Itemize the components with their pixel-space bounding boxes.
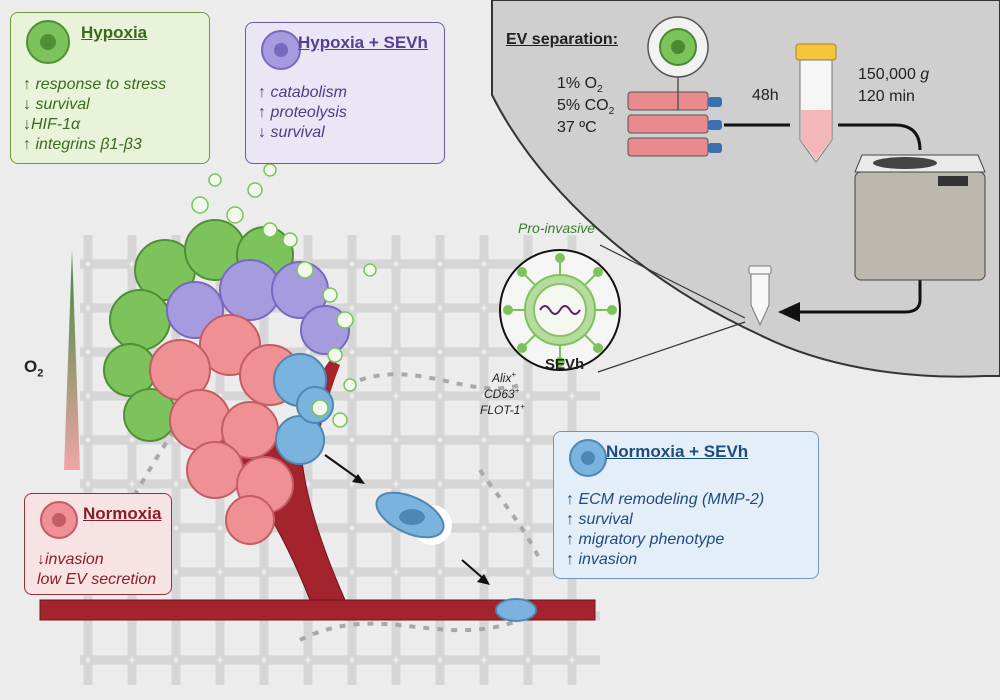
hypoxia-title: Hypoxia xyxy=(81,23,148,42)
migration-arrow-1 xyxy=(324,454,361,481)
normoxia-sevh-effect: ↑ ECM remodeling (MMP-2) xyxy=(566,491,765,508)
normoxia-title: Normoxia xyxy=(83,504,162,523)
hypoxic-cell-icon xyxy=(26,20,70,64)
normoxia-sevh-effect: ↑ invasion xyxy=(566,551,638,568)
oxygen-gradient-bar xyxy=(64,250,80,470)
normoxia-effect: ↓invasion xyxy=(37,551,104,568)
normoxia-sevh-box: Normoxia + SEVh ↑ ECM remodeling (MMP-2)… xyxy=(553,431,819,579)
marker-name: CD63 xyxy=(484,387,515,401)
hypoxia-sevh-effect: ↑ proteolysis xyxy=(258,104,347,121)
normoxia-effects: ↓invasion low EV secretion xyxy=(37,550,156,590)
migration-arrow-2 xyxy=(461,559,486,581)
marker-sign: + xyxy=(520,402,525,411)
marker-alix: Alix+ xyxy=(492,370,516,385)
migrating-cell-nucleus xyxy=(399,509,425,525)
marker-flot1: FLOT-1+ xyxy=(480,402,525,417)
normoxia-box: Normoxia ↓invasion low EV secretion xyxy=(24,493,172,595)
incubation-time: 48h xyxy=(752,87,779,104)
ev-separation-panel xyxy=(491,0,1000,378)
sevh-zoom-line-bottom xyxy=(597,321,746,373)
hypoxia-sevh-box: Hypoxia + SEVh ↑ catabolism ↑ proteolysi… xyxy=(245,22,445,164)
centrifuge-force: 150,000 g xyxy=(858,66,929,84)
hypoxia-sevh-effect: ↑ catabolism xyxy=(258,84,347,101)
normoxia-sevh-effects: ↑ ECM remodeling (MMP-2) ↑ survival ↑ mi… xyxy=(566,490,764,570)
tumor-spheroid xyxy=(103,219,350,545)
arrow-to-pellet xyxy=(778,302,800,322)
hypoxia-effect: ↑ response to stress xyxy=(23,76,167,93)
oxygen-label-text: O xyxy=(24,357,38,376)
hypoxia-effects: ↑ response to stress ↓ survival ↓HIF-1α … xyxy=(23,75,166,155)
hypoxia-sevh-effects: ↑ catabolism ↑ proteolysis ↓ survival xyxy=(258,83,347,143)
marker-name: FLOT-1 xyxy=(480,403,521,417)
hypoxia-effect: ↑ integrins β1-β3 xyxy=(23,136,142,153)
condition-oxygen-subscript: 2 xyxy=(597,84,603,96)
centrifuge-tube xyxy=(795,43,837,163)
hypoxia-sevh-cell-icon xyxy=(261,30,301,70)
oxygen-label-subscript: 2 xyxy=(37,367,44,380)
oxygen-gradient-label: O2 xyxy=(24,357,43,379)
hypoxia-effect: ↓HIF-1α xyxy=(23,116,81,133)
secreted-evs xyxy=(191,163,377,428)
hypoxic-cell-nucleus xyxy=(671,40,685,54)
normoxia-sevh-effect: ↑ migratory phenotype xyxy=(566,531,725,548)
ultracentrifuge xyxy=(854,154,986,281)
hypoxia-effect: ↓ survival xyxy=(23,96,90,113)
marker-name: Alix xyxy=(492,371,512,385)
normoxia-sevh-effect: ↑ survival xyxy=(566,511,633,528)
migration-arrow-1-head xyxy=(352,474,365,484)
condition-oxygen: 1% O2 xyxy=(557,75,603,95)
flow-line-centrifuge-to-pellet xyxy=(790,280,922,314)
sevh-label: SEVh xyxy=(545,356,585,373)
pro-invasive-label: Pro-invasive xyxy=(518,220,596,236)
hypoxia-sevh-title: Hypoxia + SEVh xyxy=(298,33,428,52)
hypoxia-sevh-effect: ↓ survival xyxy=(258,124,325,141)
ev-separation-title: EV separation: xyxy=(506,31,619,48)
marker-cd63: CD63+ xyxy=(484,386,519,401)
condition-oxygen-value: 1% O xyxy=(557,75,598,92)
condition-co2-value: 5% CO xyxy=(557,97,609,114)
sevh-zoom-line-top xyxy=(599,244,746,319)
centrifuge-time: 120 min xyxy=(858,88,915,105)
condition-co2-subscript: 2 xyxy=(608,106,615,118)
normoxic-cell-icon xyxy=(40,501,78,539)
culture-flask-stack xyxy=(627,91,722,157)
ev-pellet-tube xyxy=(748,265,772,327)
normoxia-sevh-title: Normoxia + SEVh xyxy=(606,442,749,461)
normoxia-effect: low EV secretion xyxy=(37,571,157,588)
sevh-rna xyxy=(539,305,581,315)
flow-line-tube-to-centrifuge xyxy=(838,123,922,151)
marker-sign: + xyxy=(514,386,520,395)
condition-co2: 5% CO2 xyxy=(557,97,614,117)
hypoxia-box: Hypoxia ↑ response to stress ↓ survival … xyxy=(10,12,210,164)
centrifuge-force-value: 150,000 xyxy=(858,66,921,83)
condition-temperature: 37 ºC xyxy=(557,119,597,136)
normoxia-sevh-cell-icon xyxy=(569,439,607,477)
marker-sign: + xyxy=(511,370,516,379)
centrifuge-force-unit: g xyxy=(920,66,930,83)
intravasated-cell xyxy=(495,598,537,622)
migration-arrow-2-head xyxy=(477,574,490,585)
